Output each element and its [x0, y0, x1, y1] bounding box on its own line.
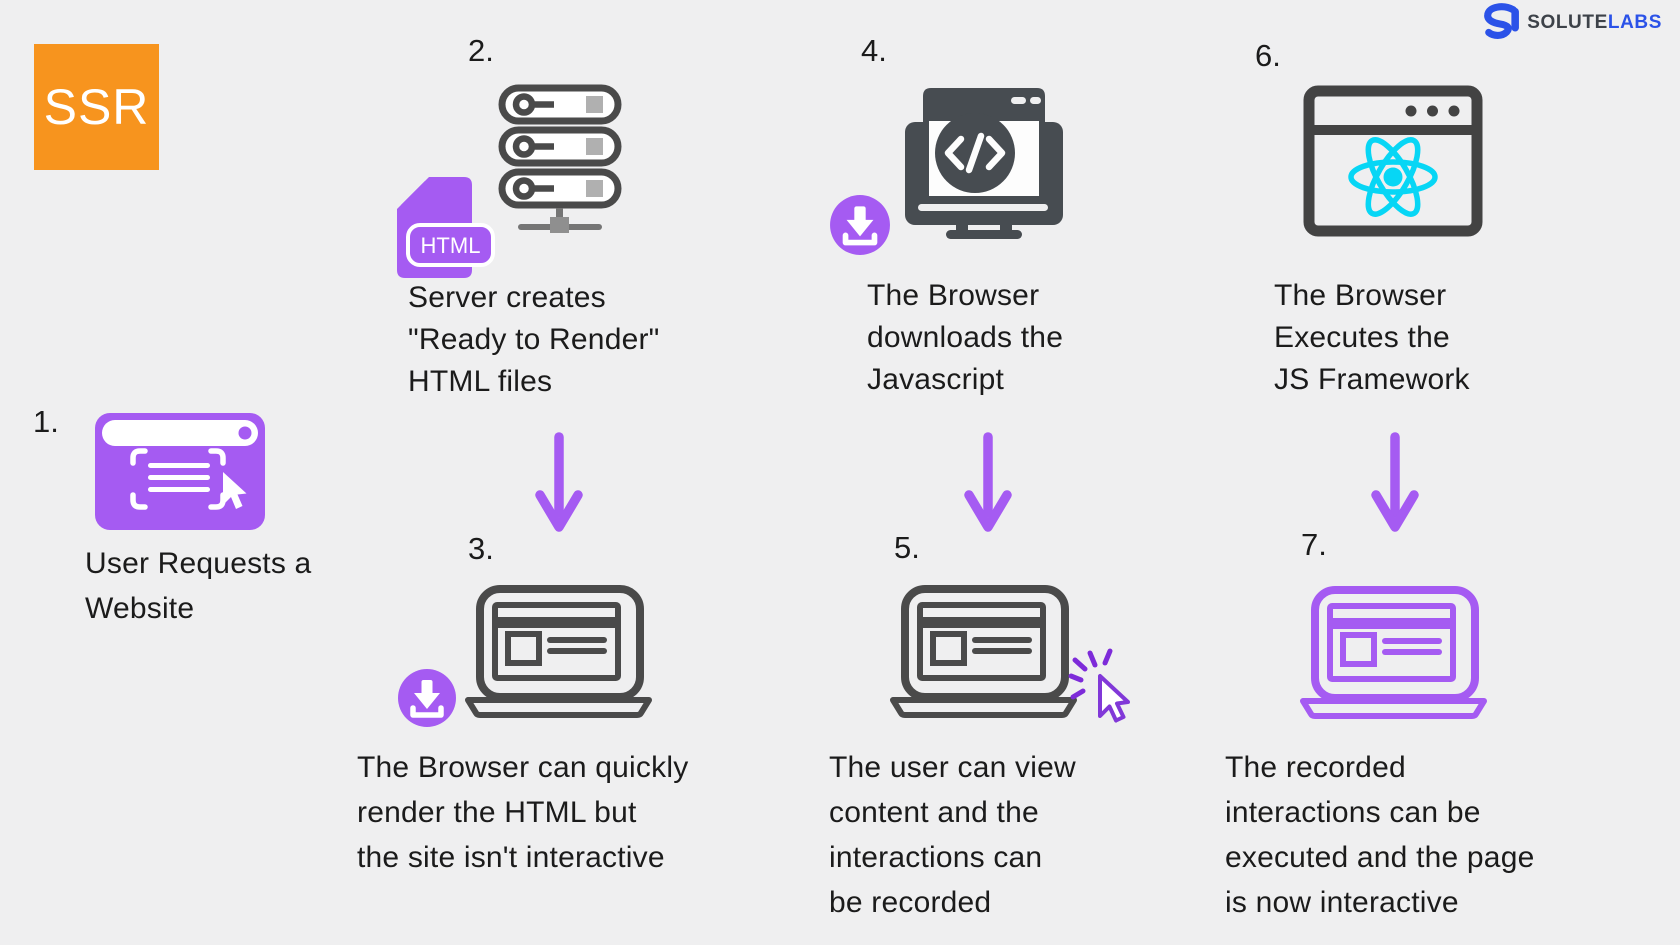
- solutelabs-logo-icon: [1484, 3, 1520, 39]
- laptop-click-icon: [890, 585, 1077, 718]
- caption-line: User Requests a: [85, 547, 312, 580]
- caption-step-4: The Browser downloads the Javascript: [867, 275, 1063, 401]
- caption-step-5: The user can view content and the intera…: [829, 745, 1076, 925]
- caption-step-7: The recorded interactions can be execute…: [1225, 745, 1534, 925]
- caption-line: render the HTML but: [357, 796, 637, 829]
- ssr-badge-label: SSR: [43, 79, 150, 135]
- caption-line: be recorded: [829, 886, 992, 919]
- step-number-5: 5.: [894, 530, 920, 565]
- arrow-down-icon: [1371, 432, 1419, 532]
- logo-word-labs: LABS: [1607, 12, 1662, 33]
- step-number-7: 7.: [1301, 527, 1327, 562]
- step-number-6: 6.: [1255, 38, 1281, 73]
- step-number-4: 4.: [861, 33, 887, 68]
- caption-step-6: The Browser Executes the JS Framework: [1274, 275, 1470, 401]
- caption-line: Website: [85, 592, 195, 625]
- caption-line: The user can view: [829, 751, 1076, 784]
- caption-line: JS Framework: [1274, 363, 1470, 396]
- click-cursor-icon: [1068, 648, 1130, 723]
- arrow-down-icon: [964, 432, 1012, 532]
- html-file-label: HTML: [421, 233, 481, 258]
- caption-line: The Browser can quickly: [357, 751, 689, 784]
- solutelabs-logo: SOLUTELABS: [1482, 3, 1662, 40]
- caption-line: Server creates: [408, 281, 606, 314]
- browser-request-icon: [95, 413, 265, 530]
- caption-line: "Ready to Render": [408, 323, 660, 356]
- caption-line: executed and the page: [1225, 841, 1535, 874]
- caption-line: Executes the: [1274, 321, 1450, 354]
- ssr-badge: SSR: [34, 44, 159, 170]
- download-badge-icon: [398, 669, 456, 727]
- caption-line: interactions can be: [1225, 796, 1481, 829]
- browser-react-icon: [1303, 85, 1483, 237]
- react-logo-icon: [1348, 137, 1438, 217]
- laptop-interactive-icon: [1300, 586, 1487, 719]
- caption-line: downloads the: [867, 321, 1064, 354]
- step-number-2: 2.: [468, 33, 494, 68]
- caption-step-2: Server creates "Ready to Render" HTML fi…: [408, 277, 660, 403]
- caption-step-3: The Browser can quickly render the HTML …: [357, 745, 688, 880]
- html-file-icon: HTML: [397, 177, 495, 278]
- caption-line: The Browser: [1274, 279, 1447, 312]
- arrow-down-icon: [535, 432, 583, 532]
- laptop-download-icon: [465, 585, 652, 718]
- solutelabs-logo-text: SOLUTELABS: [1527, 12, 1662, 34]
- caption-line: content and the: [829, 796, 1039, 829]
- monitor-code-download-icon: [905, 88, 1063, 239]
- caption-line: is now interactive: [1225, 886, 1459, 919]
- server-stack-icon: [498, 84, 622, 233]
- step-number-1: 1.: [33, 404, 59, 439]
- caption-line: the site isn't interactive: [357, 841, 665, 874]
- caption-step-1: User Requests a Website: [85, 541, 311, 631]
- download-badge-icon: [830, 195, 890, 255]
- caption-line: The Browser: [867, 279, 1040, 312]
- caption-line: HTML files: [408, 365, 553, 398]
- caption-line: interactions can: [829, 841, 1043, 874]
- step-number-3: 3.: [468, 531, 494, 566]
- caption-line: Javascript: [867, 363, 1005, 396]
- logo-word-solute: SOLUTE: [1527, 12, 1608, 33]
- caption-line: The recorded: [1225, 751, 1406, 784]
